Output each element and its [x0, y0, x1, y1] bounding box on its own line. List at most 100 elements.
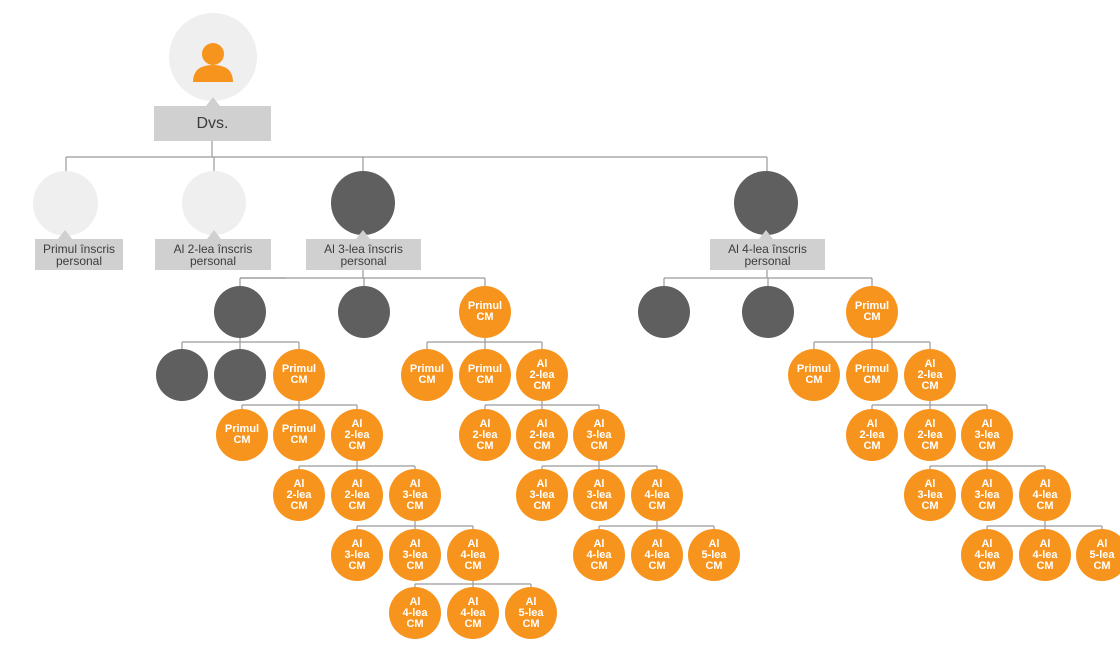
cm-member-node: Primul CM	[459, 349, 511, 401]
cm-node-label: Al 4-lea CM	[644, 477, 670, 512]
cm-node-label: Al 3-lea CM	[974, 417, 1000, 452]
cm-member-node: Al 5-lea CM	[505, 587, 557, 639]
cm-node-label: Al 3-lea CM	[529, 477, 555, 512]
cm-member-node: Primul CM	[846, 286, 898, 338]
cm-member-node: Al 4-lea CM	[1019, 469, 1071, 521]
cm-member-node: Al 5-lea CM	[688, 529, 740, 581]
cm-member-node: Primul CM	[846, 349, 898, 401]
cm-member-node: Al 2-lea CM	[904, 409, 956, 461]
cm-member-node: Al 3-lea CM	[961, 469, 1013, 521]
inactive-member-node	[742, 286, 794, 338]
cm-member-node: Al 5-lea CM	[1076, 529, 1120, 581]
cm-member-node: Al 4-lea CM	[447, 587, 499, 639]
personal-pointer-1	[58, 230, 72, 239]
cm-member-node: Al 4-lea CM	[961, 529, 1013, 581]
root-avatar	[169, 13, 257, 101]
cm-member-node: Primul CM	[273, 409, 325, 461]
cm-member-node: Primul CM	[216, 409, 268, 461]
cm-node-label: Primul CM	[281, 423, 317, 446]
cm-node-label: Al 2-lea CM	[917, 417, 943, 452]
personal-label-2: Al 2-lea înscris personal	[155, 239, 271, 270]
cm-node-label: Al 2-lea CM	[859, 417, 885, 452]
cm-member-node: Al 4-lea CM	[631, 469, 683, 521]
cm-node-label: Al 2-lea CM	[344, 477, 370, 512]
cm-node-label: Al 3-lea CM	[917, 477, 943, 512]
cm-member-node: Al 3-lea CM	[961, 409, 1013, 461]
cm-member-node: Primul CM	[788, 349, 840, 401]
cm-node-label: Al 5-lea CM	[1089, 537, 1115, 572]
cm-member-node: Al 2-lea CM	[846, 409, 898, 461]
cm-node-label: Primul CM	[224, 423, 260, 446]
inactive-member-node	[214, 349, 266, 401]
cm-node-label: Al 5-lea CM	[701, 537, 727, 572]
cm-member-node: Al 4-lea CM	[1019, 529, 1071, 581]
cm-member-node: Al 3-lea CM	[389, 529, 441, 581]
cm-member-node: Al 4-lea CM	[389, 587, 441, 639]
cm-member-node: Al 4-lea CM	[447, 529, 499, 581]
inactive-member-node	[156, 349, 208, 401]
cm-node-label: Al 2-lea CM	[917, 357, 943, 392]
cm-node-label: Al 2-lea CM	[286, 477, 312, 512]
personal-label-4: Al 4-lea înscris personal	[710, 239, 825, 270]
cm-node-label: Al 4-lea CM	[1032, 537, 1058, 572]
cm-node-label: Al 4-lea CM	[974, 537, 1000, 572]
personal-circle-4	[734, 171, 798, 235]
cm-member-node: Al 2-lea CM	[331, 469, 383, 521]
cm-member-node: Al 4-lea CM	[573, 529, 625, 581]
cm-node-label: Al 4-lea CM	[586, 537, 612, 572]
cm-member-node: Al 4-lea CM	[631, 529, 683, 581]
cm-member-node: Al 3-lea CM	[516, 469, 568, 521]
cm-node-label: Al 2-lea CM	[529, 417, 555, 452]
cm-member-node: Al 2-lea CM	[273, 469, 325, 521]
cm-node-label: Primul CM	[467, 300, 503, 323]
cm-node-label: Primul CM	[796, 363, 832, 386]
personal-pointer-3	[356, 230, 370, 239]
cm-node-label: Al 3-lea CM	[402, 477, 428, 512]
inactive-member-node	[338, 286, 390, 338]
cm-node-label: Primul CM	[467, 363, 503, 386]
inactive-member-node	[638, 286, 690, 338]
cm-node-label: Al 4-lea CM	[1032, 477, 1058, 512]
cm-node-label: Primul CM	[281, 363, 317, 386]
personal-pointer-4	[759, 230, 773, 239]
cm-node-label: Al 4-lea CM	[460, 595, 486, 630]
cm-member-node: Al 3-lea CM	[331, 529, 383, 581]
cm-member-node: Primul CM	[459, 286, 511, 338]
cm-node-label: Al 2-lea CM	[529, 357, 555, 392]
cm-member-node: Al 2-lea CM	[331, 409, 383, 461]
cm-member-node: Al 3-lea CM	[573, 469, 625, 521]
inactive-member-node	[214, 286, 266, 338]
cm-node-label: Primul CM	[854, 300, 890, 323]
personal-circle-2	[182, 171, 246, 235]
personal-circle-1	[33, 171, 98, 236]
cm-member-node: Al 2-lea CM	[459, 409, 511, 461]
cm-member-node: Al 3-lea CM	[573, 409, 625, 461]
personal-circle-3	[331, 171, 395, 235]
cm-member-node: Al 2-lea CM	[904, 349, 956, 401]
cm-member-node: Al 3-lea CM	[904, 469, 956, 521]
cm-member-node: Al 2-lea CM	[516, 349, 568, 401]
cm-node-label: Al 4-lea CM	[460, 537, 486, 572]
cm-node-label: Primul CM	[854, 363, 890, 386]
personal-label-1: Primul înscris personal	[35, 239, 123, 270]
cm-member-node: Al 3-lea CM	[389, 469, 441, 521]
cm-node-label: Al 3-lea CM	[974, 477, 1000, 512]
personal-label-3: Al 3-lea înscris personal	[306, 239, 421, 270]
cm-node-label: Al 5-lea CM	[518, 595, 544, 630]
root-label: Dvs.	[154, 106, 271, 141]
cm-node-label: Primul CM	[409, 363, 445, 386]
cm-node-label: Al 3-lea CM	[344, 537, 370, 572]
cm-node-label: Al 4-lea CM	[402, 595, 428, 630]
cm-node-label: Al 2-lea CM	[344, 417, 370, 452]
root-label-pointer	[206, 97, 220, 106]
cm-member-node: Primul CM	[273, 349, 325, 401]
cm-node-label: Al 3-lea CM	[402, 537, 428, 572]
cm-node-label: Al 2-lea CM	[472, 417, 498, 452]
person-icon	[193, 43, 233, 82]
cm-member-node: Primul CM	[401, 349, 453, 401]
cm-node-label: Al 4-lea CM	[644, 537, 670, 572]
cm-node-label: Al 3-lea CM	[586, 477, 612, 512]
cm-member-node: Al 2-lea CM	[516, 409, 568, 461]
